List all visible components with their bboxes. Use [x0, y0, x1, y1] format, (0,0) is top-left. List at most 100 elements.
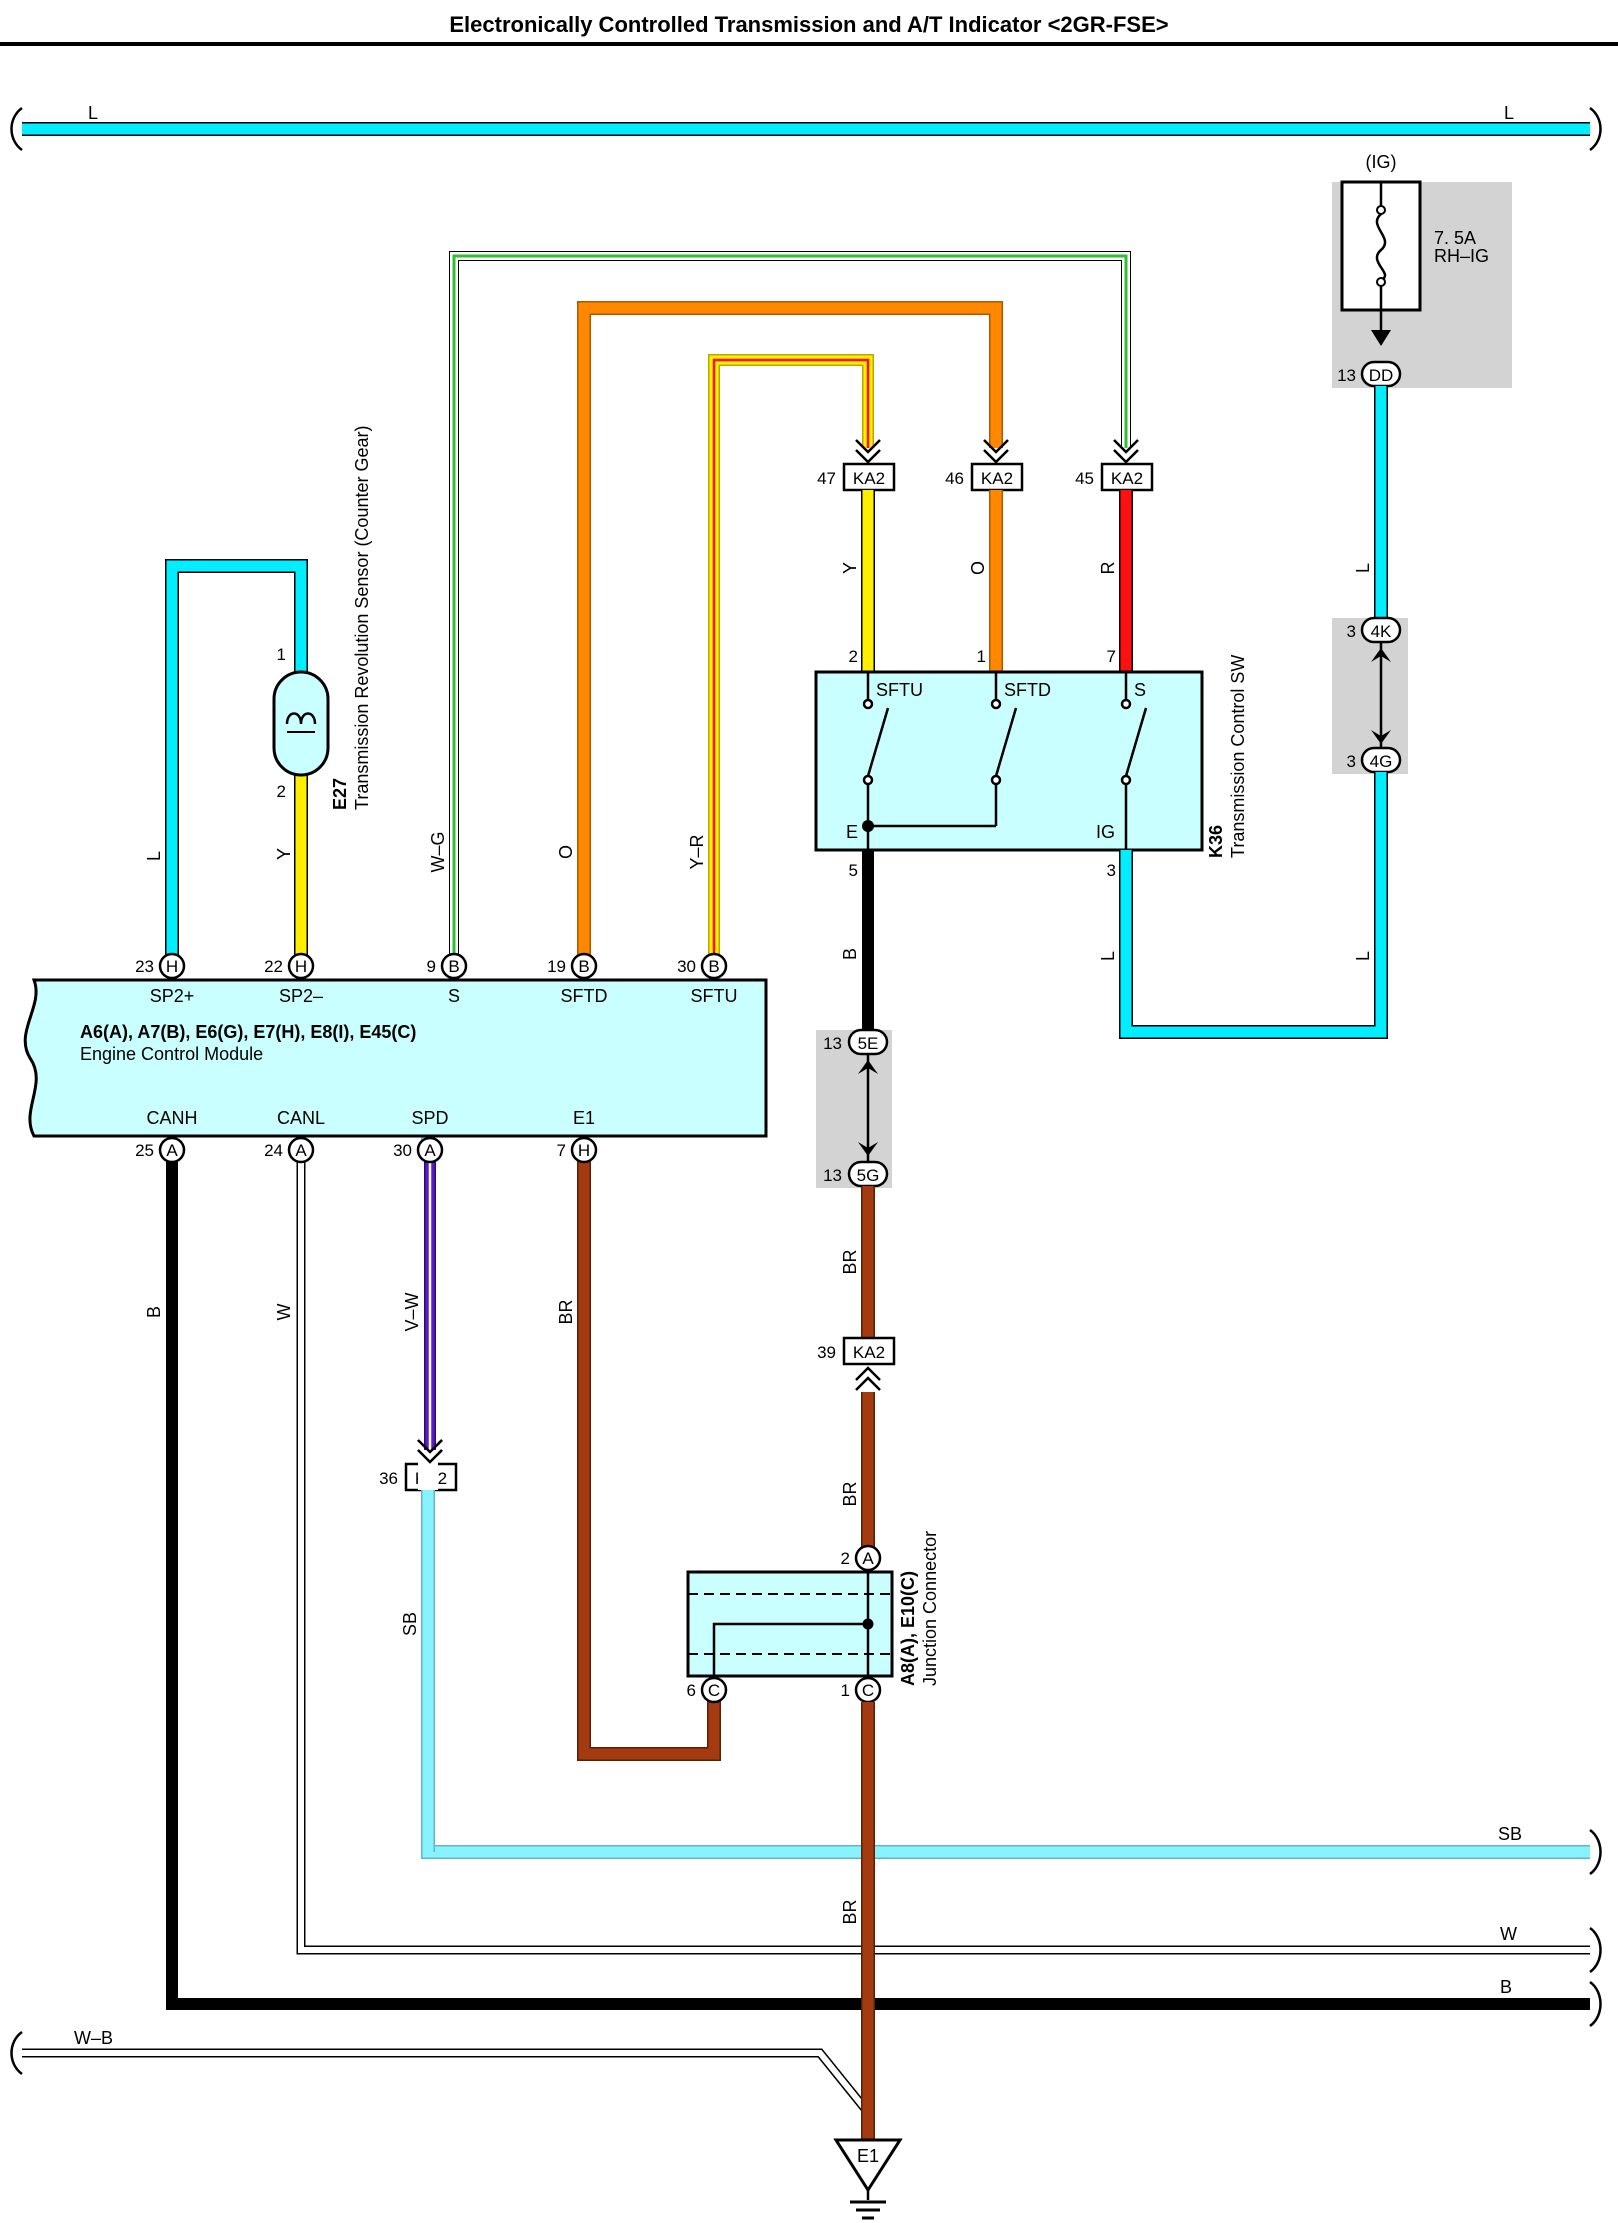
ecm-bottom-pin-spd: A 30	[393, 1136, 444, 1164]
fuse-connector-dd: DD	[1360, 360, 1402, 388]
ecm-bottom-pin-canl: A 24	[264, 1136, 315, 1164]
svg-text:DD: DD	[1369, 366, 1394, 385]
j4-link	[1371, 642, 1391, 750]
wire-label-ig-vert: L	[1353, 563, 1373, 573]
svg-text:9: 9	[427, 957, 436, 976]
ka2-39-chevrons	[855, 1366, 881, 1391]
wire-label-e1: BR	[556, 1299, 576, 1324]
svg-text:B: B	[578, 957, 589, 976]
canl-w-wire-run	[296, 1150, 1602, 1974]
k36-term-sftd: SFTD	[1004, 680, 1051, 700]
ecm-bottom-pin-canh: A 25	[135, 1136, 186, 1164]
wire-label-canl: W	[274, 1304, 294, 1321]
spd-chevrons-redraw	[417, 1439, 443, 1464]
svg-text:4G: 4G	[1370, 752, 1393, 771]
fuse-rating: 7. 5A	[1434, 228, 1476, 248]
fuse-name: RH–IG	[1434, 246, 1489, 266]
k36-pin-e: 5	[849, 861, 858, 880]
j5-link	[858, 1054, 878, 1164]
ecm-top-pin-sftu: B 30 SFTU	[677, 952, 738, 1006]
j5-connector-5g: 5G	[847, 1160, 889, 1188]
wire-label-b-right: B	[1500, 1977, 1512, 1997]
svg-text:SP2–: SP2–	[279, 986, 323, 1006]
svg-text:30: 30	[393, 1141, 412, 1160]
sensor-pin-2: 2	[277, 782, 286, 801]
sensor-e27	[272, 670, 330, 777]
ka2-connector-47: KA2	[842, 462, 896, 492]
svg-text:1: 1	[841, 1681, 850, 1700]
k36-name: Transmission Control SW	[1228, 655, 1248, 858]
svg-text:7: 7	[557, 1141, 566, 1160]
ecm-term-canl: CANL	[277, 1108, 325, 1128]
wire-label-br-upper: BR	[840, 1249, 860, 1274]
junction-pin-6c: C 6	[687, 1676, 728, 1704]
svg-text:22: 22	[264, 957, 283, 976]
k36-pin-s: 7	[1107, 647, 1116, 666]
k36-term-e: E	[846, 822, 858, 842]
ka2-pin-46: 46	[945, 469, 964, 488]
ecm-top-pin-sp2p: H 23 SP2+	[135, 952, 195, 1006]
s-wg-wire	[449, 251, 1131, 964]
svg-text:H: H	[166, 957, 178, 976]
ecm-term-e1: E1	[573, 1108, 595, 1128]
wire-label-sb-right: SB	[1498, 1824, 1522, 1844]
wire-label-br-mid: BR	[840, 1481, 860, 1506]
svg-text:SP2+: SP2+	[150, 986, 195, 1006]
ecm-bottom-pin-e1: H 7	[557, 1136, 598, 1164]
junction-code: A8(A), E10(C)	[898, 1571, 918, 1686]
ka2-connector-39: KA2	[842, 1336, 896, 1366]
wire-label-ka2-47: Y	[840, 562, 860, 574]
wire-label-canh: B	[144, 1306, 164, 1318]
canh-b-wire-run	[166, 1150, 1602, 2028]
ecm-term-spd: SPD	[411, 1108, 448, 1128]
svg-text:KA2: KA2	[981, 469, 1013, 488]
svg-text:SFTD: SFTD	[561, 986, 608, 1006]
svg-text:SFTU: SFTU	[691, 986, 738, 1006]
wire-label-ka2-45: R	[1098, 562, 1118, 575]
ig-l-wire-lower	[1119, 772, 1388, 1039]
j4-connector-4k: 4K	[1360, 616, 1402, 644]
ka2-connector-46: KA2	[970, 462, 1024, 492]
svg-text:25: 25	[135, 1141, 154, 1160]
svg-text:A: A	[424, 1141, 436, 1160]
wire-label-br-low: BR	[840, 1899, 860, 1924]
svg-text:5E: 5E	[858, 1034, 879, 1053]
ecm-body	[23, 978, 768, 1138]
wire-label-sftd: O	[556, 845, 576, 859]
ground-label: E1	[857, 2146, 879, 2166]
wire-label-wb-left: W–B	[74, 2028, 113, 2048]
wire-label-top-left: L	[88, 103, 98, 123]
wire-label-top-right: L	[1504, 103, 1514, 123]
j4-pin-top: 3	[1347, 622, 1356, 641]
junction-pin-2a: A 2	[841, 1544, 882, 1572]
wire-label-sb-down: SB	[400, 1612, 420, 1636]
svg-text:C: C	[862, 1681, 874, 1700]
sensor-name: Transmission Revolution Sensor (Counter …	[352, 426, 372, 811]
ecm-top-pin-sftd: B 19 SFTD	[547, 952, 608, 1006]
e1-br-wire	[577, 1150, 721, 1761]
ka2-chevrons-top	[855, 439, 1139, 464]
k36-term-s: S	[1134, 680, 1146, 700]
svg-text:19: 19	[547, 957, 566, 976]
junction-pin-1c: C 1	[841, 1676, 882, 1704]
wire-label-sensor-l: L	[144, 851, 164, 861]
diagram-title: Electronically Controlled Transmission a…	[449, 12, 1168, 37]
svg-text:4K: 4K	[1371, 622, 1392, 641]
svg-text:C: C	[708, 1681, 720, 1700]
svg-text:30: 30	[677, 957, 696, 976]
junction-connector-body	[686, 1570, 894, 1678]
k36-pin-sftd: 1	[977, 647, 986, 666]
svg-text:24: 24	[264, 1141, 283, 1160]
k36-switch-body	[814, 670, 1204, 852]
svg-text:H: H	[578, 1141, 590, 1160]
svg-text:23: 23	[135, 957, 154, 976]
svg-text:A: A	[166, 1141, 178, 1160]
fuse-group-label: (IG)	[1366, 152, 1397, 172]
j5-pin-top: 13	[823, 1034, 842, 1053]
j5-pin-bottom: 13	[823, 1166, 842, 1185]
svg-text:KA2: KA2	[853, 469, 885, 488]
wire-label-spd: V–W	[402, 1292, 422, 1331]
ka2-pin-36: 36	[379, 1469, 398, 1488]
wb-wire-run	[10, 2030, 870, 2113]
